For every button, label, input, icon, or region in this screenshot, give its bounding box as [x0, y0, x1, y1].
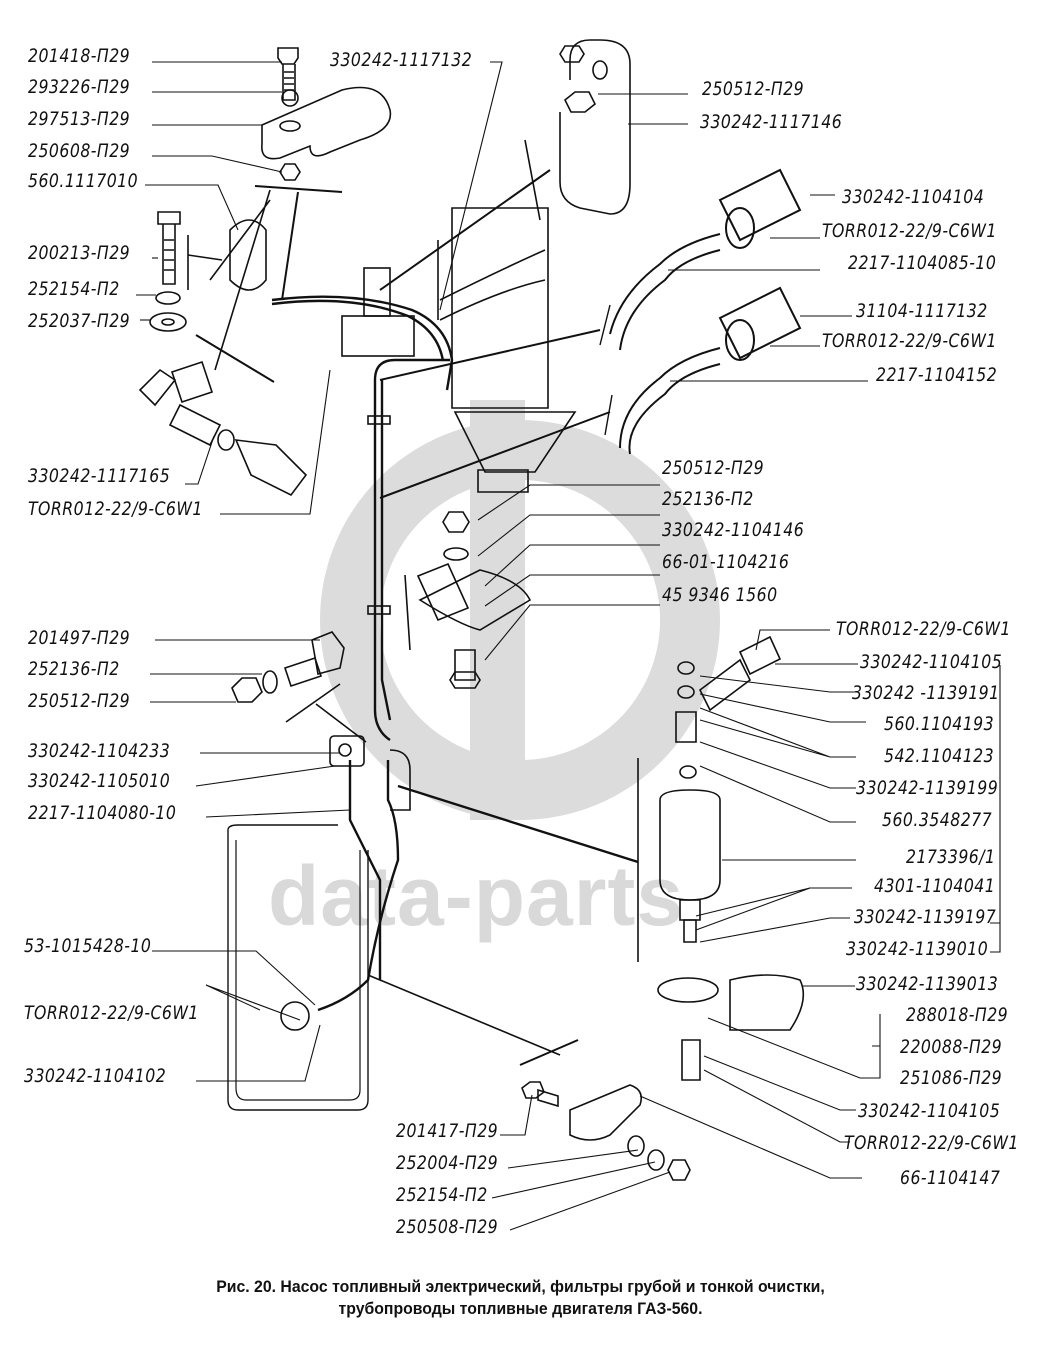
lock-washer: [281, 89, 299, 107]
bolt-201497: [231, 631, 345, 723]
part-label: 252004-П29: [396, 1152, 499, 1174]
part-label: 330242-1104233: [28, 740, 171, 762]
part-label: 251086-П29: [900, 1067, 1003, 1089]
part-label: 252136-П2: [662, 488, 754, 510]
part-label: 330242-1105010: [28, 770, 171, 792]
part-label: 66-1104147: [900, 1167, 1001, 1189]
fuel-filter-2173396: [637, 635, 782, 962]
clip-330242-1117146: [379, 39, 631, 291]
part-label: 31104-1117132: [856, 300, 988, 322]
part-label: 2173396/1: [906, 846, 996, 868]
part-label: 330242-1117132: [330, 49, 473, 71]
part-label: 250608-П29: [28, 140, 131, 162]
part-label: 252037-П29: [28, 310, 131, 332]
watermark-text: data-parts: [268, 849, 685, 943]
part-label: 293226-П29: [28, 76, 131, 98]
part-label: 2217-1104080-10: [28, 802, 177, 824]
part-label: 330242-1139199: [856, 777, 999, 799]
part-label: 560.3548277: [882, 809, 993, 831]
fuel-pipes: [271, 295, 454, 1012]
washer-252037: [149, 312, 187, 332]
part-label: TORR012-22/9-C6W1: [28, 498, 203, 520]
part-label: TORR012-22/9-C6W1: [24, 1002, 199, 1024]
part-label: 297513-П29: [28, 108, 131, 130]
part-label: 542.1104123: [884, 745, 995, 767]
filter-clamp: [657, 974, 805, 1081]
part-label: 330242-1104105: [858, 1100, 1001, 1122]
part-label: 288018-П29: [906, 1004, 1009, 1026]
part-label: 330242-1104105: [860, 651, 1003, 673]
connector-block: [315, 703, 639, 864]
part-label: TORR012-22/9-C6W1: [836, 618, 1011, 640]
part-label: 252154-П2: [28, 278, 120, 300]
part-label: 330242-1104104: [842, 186, 985, 208]
part-label: 252136-П2: [28, 658, 120, 680]
fitting-330242-1117165: [138, 360, 308, 497]
part-label: 330242-1139197: [854, 906, 997, 928]
tank-sender-53-1015428: [280, 1001, 310, 1031]
caption-line-2: трубопроводы топливные двигателя ГАЗ-560…: [338, 1299, 703, 1318]
part-label: 250508-П29: [396, 1216, 499, 1238]
part-label: 330242-1104146: [662, 519, 805, 541]
part-label: 330242-1139010: [846, 938, 989, 960]
nut-250608: [279, 163, 301, 181]
part-label: TORR012-22/9-C6W1: [822, 220, 997, 242]
leader-lines: [136, 61, 1001, 1231]
part-label: 330242-1104102: [24, 1065, 167, 1087]
part-label: 252154-П2: [396, 1184, 488, 1206]
part-label: 4301-1104041: [874, 875, 996, 897]
part-label: 330242-1117165: [28, 465, 171, 487]
part-label: 200213-П29: [28, 242, 131, 264]
washer-252154: [155, 291, 181, 305]
part-label: 330242 -1139191: [852, 682, 1000, 704]
part-label: 560.1117010: [28, 170, 139, 192]
figure-caption: Рис. 20. Насос топливный электрический, …: [36, 1276, 1004, 1320]
watermark-logo-ring: [320, 420, 720, 820]
part-label: TORR012-22/9-C6W1: [822, 330, 997, 352]
corrugated-hose-1: [379, 168, 802, 381]
pump-bracket-560: [157, 189, 275, 383]
bracket-66-1104147: [521, 1081, 691, 1181]
part-label: 220088-П29: [900, 1036, 1003, 1058]
part-label: 201418-П29: [28, 45, 131, 67]
part-label: 2217-1104152: [876, 364, 998, 386]
bracket-297513: [261, 86, 392, 160]
hose-clamp-center: [404, 511, 532, 689]
fuel-tank: [227, 824, 369, 1111]
caption-line-1: Рис. 20. Насос топливный электрический, …: [216, 1277, 825, 1296]
part-label: 201417-П29: [396, 1120, 499, 1142]
part-label: 2217-1104085-10: [848, 252, 997, 274]
corrugated-hose-2: [379, 286, 802, 499]
part-label: 250512-П29: [28, 690, 131, 712]
part-label: 45 9346 1560: [662, 584, 778, 606]
bolt-201418: [277, 47, 299, 101]
part-label: 330242-1139013: [856, 973, 999, 995]
part-label: 201497-П29: [28, 627, 131, 649]
part-label: 66-01-1104216: [662, 551, 790, 573]
part-label: 250512-П29: [702, 78, 805, 100]
part-label: 330242-1117146: [700, 111, 843, 133]
fuel-pump-housing: [341, 207, 577, 493]
part-label: TORR012-22/9-C6W1: [844, 1132, 1019, 1154]
part-label: 250512-П29: [662, 457, 765, 479]
part-label: 560.1104193: [884, 713, 995, 735]
part-label: 53-1015428-10: [24, 935, 152, 957]
